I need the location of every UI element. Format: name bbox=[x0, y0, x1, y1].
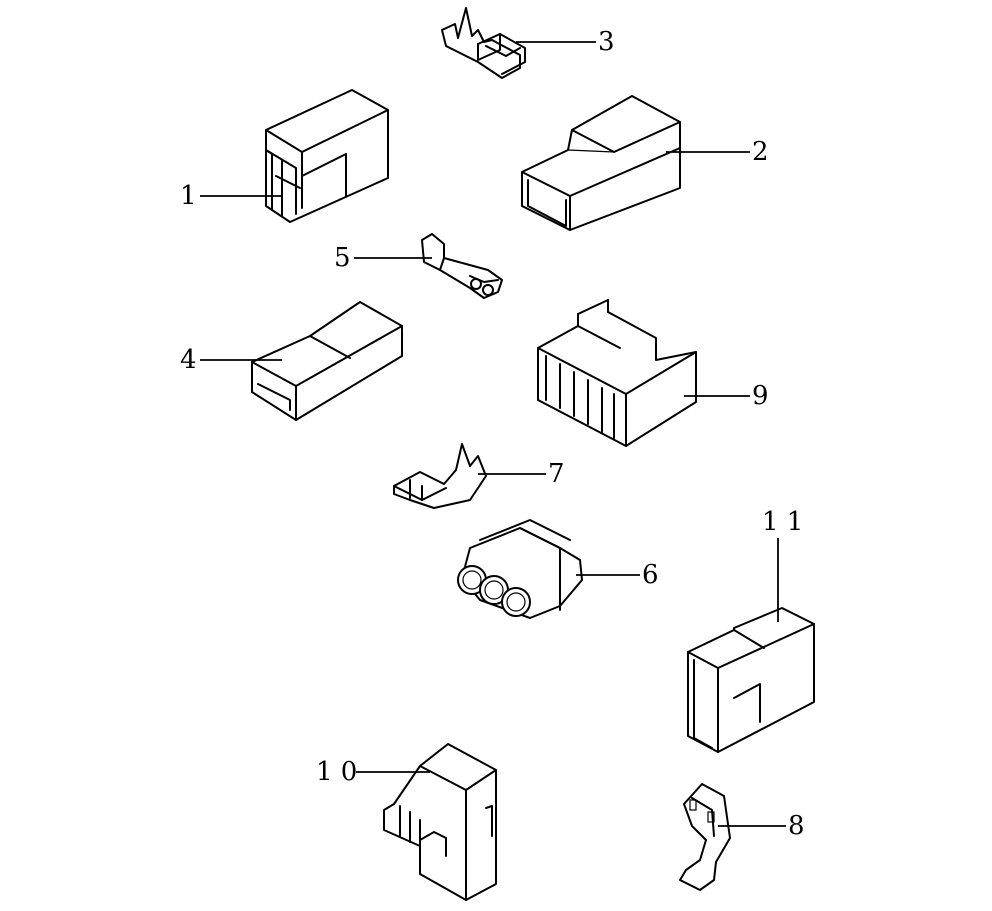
callout-5: 5 bbox=[334, 243, 351, 273]
part-5-terminal bbox=[421, 233, 503, 299]
part-1-housing bbox=[265, 89, 389, 223]
callout-6: 6 bbox=[642, 560, 659, 590]
callout-8: 8 bbox=[788, 811, 805, 841]
callout-2: 2 bbox=[752, 137, 769, 167]
part-10-housing bbox=[383, 743, 497, 901]
part-6-connector bbox=[457, 519, 583, 619]
callout-1: 1 bbox=[180, 181, 197, 211]
callout-labels: 3 1 2 5 4 9 7 6 1 1 1 0 8 bbox=[180, 27, 805, 841]
part-9-housing bbox=[537, 299, 697, 447]
callout-9: 9 bbox=[752, 381, 769, 411]
callout-7: 7 bbox=[548, 459, 565, 489]
callout-10: 1 0 bbox=[316, 757, 357, 787]
callout-3: 3 bbox=[598, 27, 615, 57]
part-2-housing bbox=[521, 95, 681, 231]
callout-11: 1 1 bbox=[762, 507, 803, 537]
part-7-terminal bbox=[393, 443, 487, 509]
callout-4: 4 bbox=[180, 345, 197, 375]
part-8-clip bbox=[679, 783, 731, 891]
part-3-terminal bbox=[441, 7, 526, 79]
leader-lines bbox=[200, 41, 786, 827]
part-11-housing bbox=[687, 607, 815, 753]
part-4-housing bbox=[251, 301, 403, 421]
